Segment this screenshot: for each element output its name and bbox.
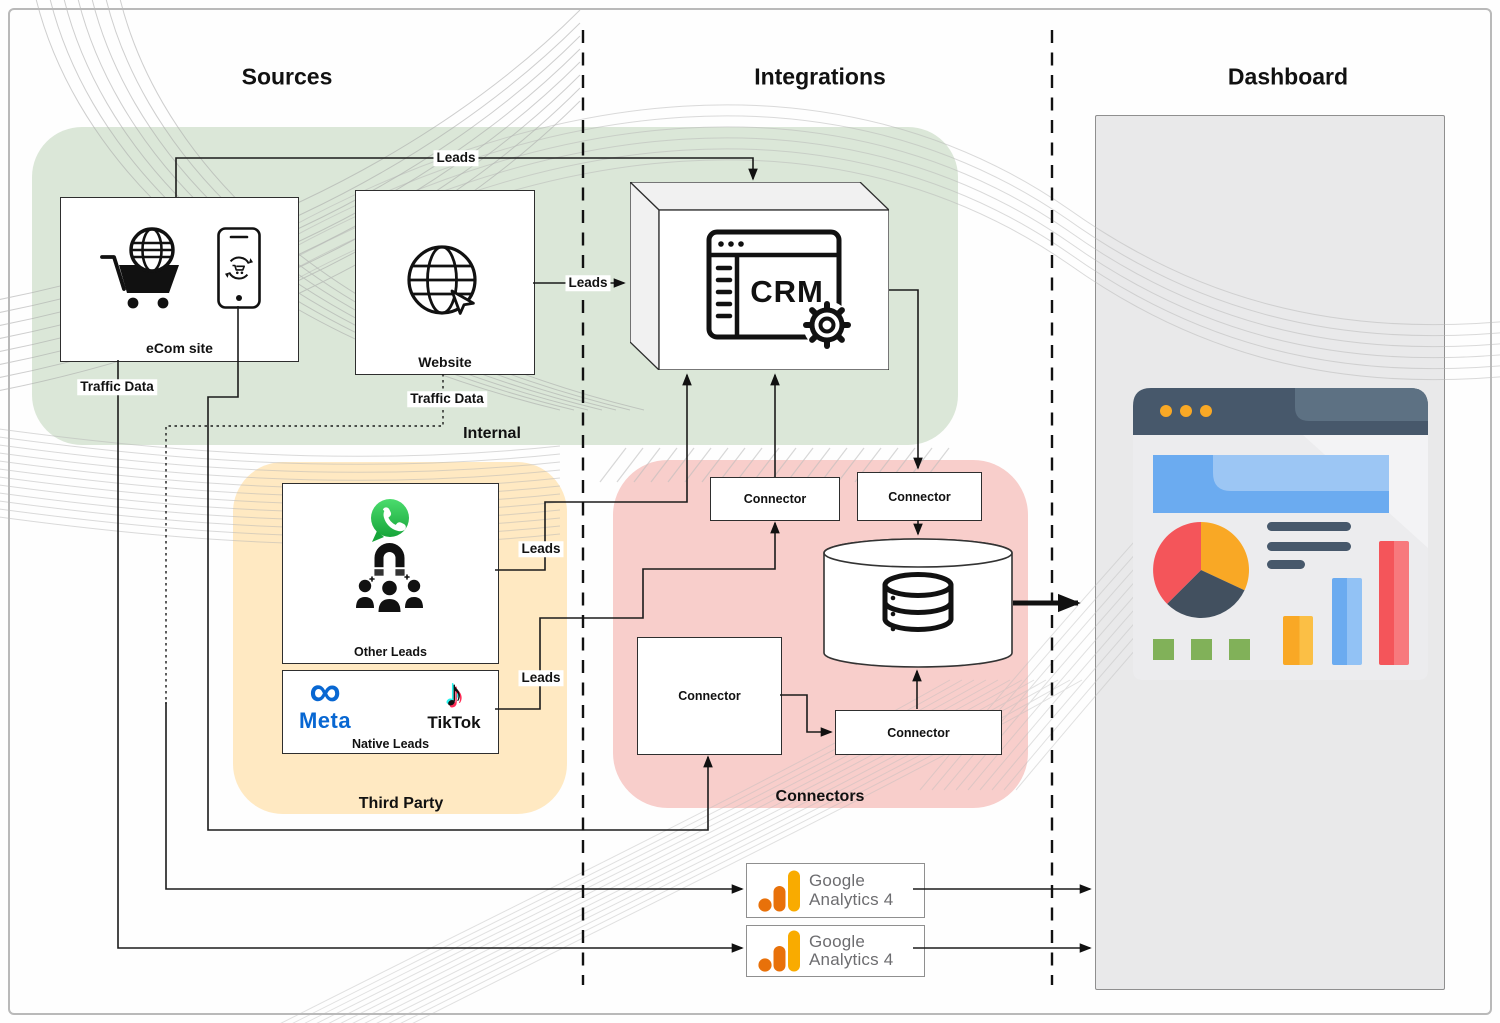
ecom-site-label: eCom site [146,340,213,356]
google-analytics-icon [758,870,800,912]
tiktok-note-icon: ♪ [444,673,464,715]
ga-text-line1: Google [809,931,866,951]
edge-label-traffic-data-website: Traffic Data [407,391,487,407]
tiktok-logo: ♪ TikTok [421,675,487,733]
google-analytics-icon [758,930,800,972]
meta-logo: ∞ Meta [295,667,355,734]
column-title-integrations: Integrations [754,63,886,90]
node-crm: CRM [628,180,891,372]
ga-text-line2: Analytics 4 [809,950,894,969]
meta-wordmark: Meta [298,708,352,733]
ga-text-line2: Analytics 4 [809,889,894,909]
lead-magnet-people-icon [356,543,423,612]
connector-box-top-right: Connector [857,472,982,521]
browser-dots-icon [1160,405,1212,417]
connector-box-bottom-right: Connector [835,710,1002,755]
node-website: Website [355,190,535,375]
edge-label-leads-native: Leads [518,670,564,686]
whatsapp-icon [371,499,409,542]
ga-box-1: Google Analytics 4 [746,863,925,918]
node-native-leads: ∞ Meta ♪ TikTok Native Leads [282,670,499,754]
node-other-leads: Other Leads [282,483,499,664]
ga-text-line1: Google [809,871,866,891]
legend-squares [1153,639,1250,660]
browser-tab [1295,388,1428,421]
edge-label-leads-other: Leads [518,541,564,557]
ecom-cart-globe-icon [100,227,179,309]
edge-label-leads-top: Leads [433,150,479,166]
connector-label: Connector [743,492,807,506]
region-label-connectors: Connectors [775,788,865,805]
meta-infinity-icon: ∞ [309,667,341,716]
region-label-third-party: Third Party [358,795,444,812]
pie-chart [1153,522,1250,618]
connector-label: Connector [888,489,951,504]
connector-box-large: Connector [637,637,782,755]
connector-label: Connector [887,725,950,740]
connector-label: Connector [678,689,741,703]
phone-sync-cart-icon [217,227,261,309]
node-ecom-site: eCom site [60,197,299,362]
tiktok-wordmark: TikTok [427,713,481,732]
column-title-dashboard: Dashboard [1227,63,1349,90]
website-label: Website [418,354,472,370]
ga-box-2: Google Analytics 4 [746,925,925,977]
dashboard-preview-illustration [1133,388,1428,688]
native-leads-label: Native Leads [351,737,430,751]
hero-banner-highlight [1213,455,1389,491]
crm-text: CRM [750,274,824,309]
website-globe-cursor-icon [407,245,477,315]
edge-label-traffic-data-ecom: Traffic Data [77,379,157,395]
other-leads-label: Other Leads [354,645,427,659]
connector-box-top-left: Connector [710,477,840,521]
node-database [822,537,1014,669]
region-label-internal: Internal [463,425,521,442]
edge-label-leads-website: Leads [565,275,611,291]
column-title-sources: Sources [241,63,333,90]
